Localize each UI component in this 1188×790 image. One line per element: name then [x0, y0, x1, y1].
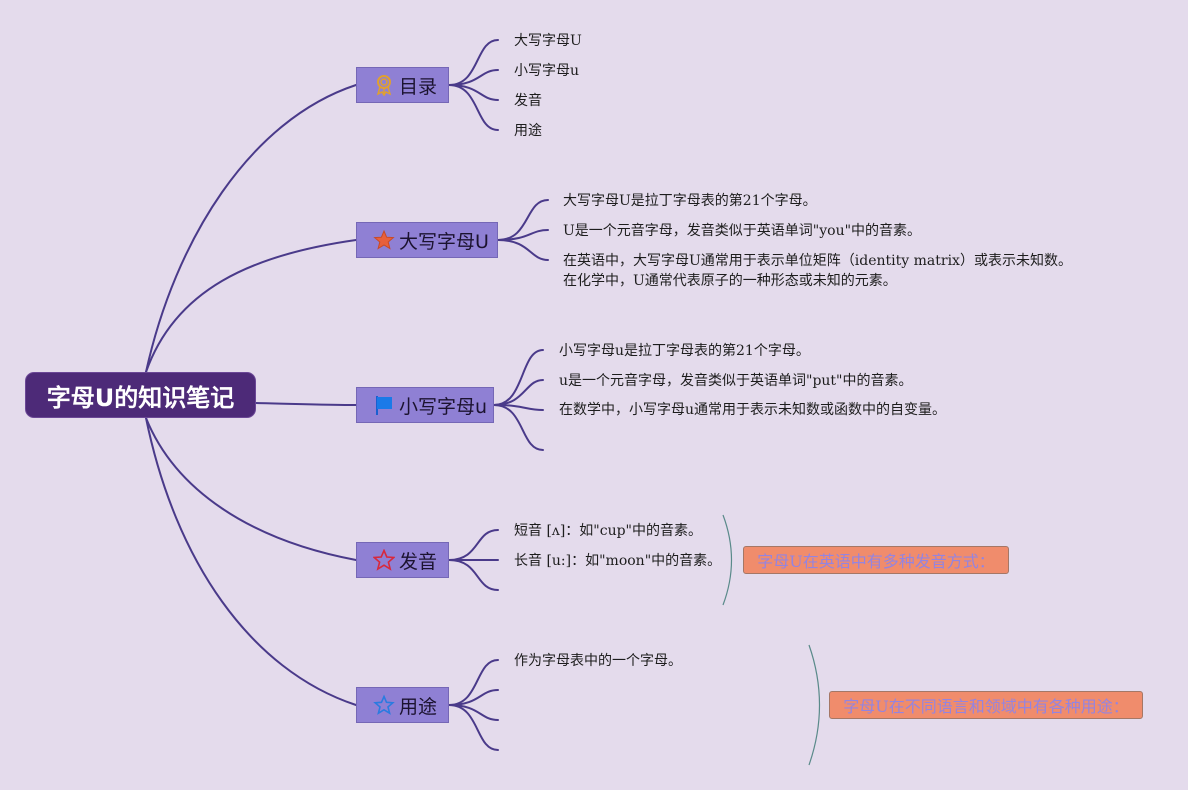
branch-label: 用途 — [399, 695, 438, 718]
star-outline-icon — [373, 549, 395, 571]
leaf-lowercase-3[interactable]: 在数学中，小写字母u通常用于表示未知数或函数中的自变量。 — [559, 402, 947, 418]
link-root-pronunciation — [145, 417, 357, 561]
leaf-lowercase-2[interactable]: u是一个元音字母，发音类似于英语单词"put"中的音素。 — [559, 373, 913, 389]
summary-bracket-pronunciation — [722, 514, 733, 606]
summary-bracket-usage — [808, 644, 821, 766]
branch-label: 大写字母U — [399, 230, 489, 253]
star-outline-blue-icon — [373, 694, 395, 716]
summary-usage[interactable]: 字母U在不同语言和领域中有各种用途： — [829, 691, 1143, 719]
link-root-lowercase — [255, 402, 357, 406]
leaf-pronunciation-1[interactable]: 短音 [ʌ]：如"cup"中的音素。 — [514, 523, 702, 539]
award-ribbon-icon — [373, 74, 395, 96]
branch-label: 发音 — [399, 550, 438, 573]
leaf-lowercase-1[interactable]: 小写字母u是拉丁字母表的第21个字母。 — [559, 343, 810, 359]
branch-label: 目录 — [399, 75, 438, 98]
branch-label: 小写字母u — [399, 395, 488, 418]
root-topic[interactable]: 字母U的知识笔记 — [25, 372, 256, 418]
leaf-usage-1[interactable]: 作为字母表中的一个字母。 — [514, 653, 682, 669]
star-filled-icon — [373, 229, 395, 251]
branch-toc[interactable]: 目录 — [356, 67, 449, 103]
branch-usage[interactable]: 用途 — [356, 687, 449, 723]
link-root-toc — [145, 84, 357, 373]
link-root-uppercase — [145, 239, 357, 373]
branch-pronunciation[interactable]: 发音 — [356, 542, 449, 578]
leaf-uppercase-2[interactable]: U是一个元音字母，发音类似于英语单词"you"中的音素。 — [563, 223, 922, 239]
leaf-toc-1[interactable]: 大写字母U — [514, 33, 582, 49]
link-root-usage — [145, 417, 357, 706]
branch-uppercase[interactable]: 大写字母U — [356, 222, 498, 258]
leaf-pronunciation-2[interactable]: 长音 [u:]：如"moon"中的音素。 — [514, 553, 722, 569]
leaf-toc-3[interactable]: 发音 — [514, 93, 542, 109]
flag-icon — [373, 394, 395, 416]
leaf-toc-2[interactable]: 小写字母u — [514, 63, 580, 79]
branch-lowercase[interactable]: 小写字母u — [356, 387, 494, 423]
summary-pronunciation[interactable]: 字母U在英语中有多种发音方式： — [743, 546, 1009, 574]
leaf-uppercase-3[interactable]: 在英语中，大写字母U通常用于表示单位矩阵（identity matrix）或表示… — [563, 253, 1072, 289]
leaf-uppercase-1[interactable]: 大写字母U是拉丁字母表的第21个字母。 — [563, 193, 817, 209]
leaf-toc-4[interactable]: 用途 — [514, 123, 542, 139]
